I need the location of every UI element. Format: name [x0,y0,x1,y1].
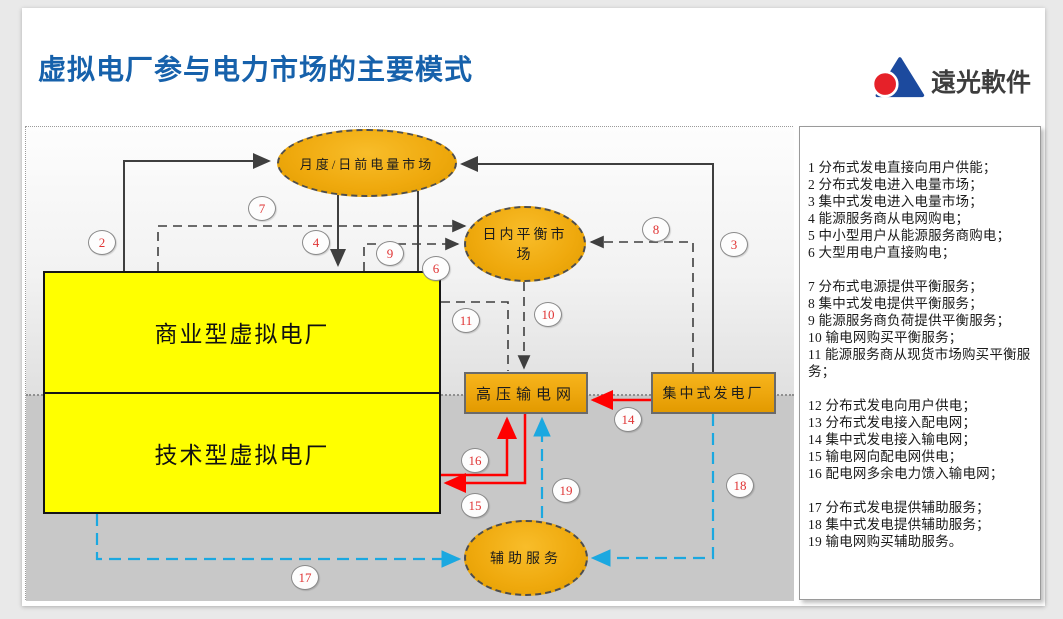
legend-item-10: 10 输电网购买平衡服务； [808,330,963,345]
node-intraday-market: 日内平衡市场 [464,206,586,282]
flow-line-18 [590,414,715,567]
node-ancillary-services: 辅助服务 [464,520,588,596]
flow-badge-14: 14 [614,407,642,432]
flow-badge-7: 7 [248,196,276,221]
flow-badge-15: 15 [461,493,489,518]
legend-item-6: 6 大型用电户直接购电； [808,245,956,260]
flow-badge-19: 19 [552,478,580,503]
node-central-plant-label: 集中式发电厂 [662,387,765,402]
flow-badge-2: 2 [88,230,116,255]
legend-item-2: 2 分布式发电进入电量市场； [808,177,983,192]
flow-badge-8: 8 [642,217,670,242]
company-logo: 遠光軟件 [871,56,1031,105]
node-intraday-market-label: 日内平衡市场 [482,228,568,263]
legend-item-9: 9 能源服务商负荷提供平衡服务； [808,313,1011,328]
flow-badge-18: 18 [726,473,754,498]
legend-item-14: 14 集中式发电接入输电网； [808,432,977,447]
logo-text: 遠光軟件 [930,69,1031,97]
node-virtual-power-plants: 商业型虚拟电厂 技术型虚拟电厂 [43,271,441,514]
legend-item-3: 3 集中式发电进入电量市场； [808,194,983,209]
legend-item-16: 16 配电网多余电力馈入输电网； [808,466,1004,481]
node-monthly-market-label: 月度/日前电量市场 [299,156,435,172]
flow-badge-17: 17 [291,565,319,590]
legend-item-4: 4 能源服务商从电网购电； [808,211,970,226]
legend-item-15: 15 输电网向配电网供电； [808,449,963,464]
node-central-plant: 集中式发电厂 [651,372,776,414]
legend-item-1: 1 分布式发电直接向用户供能； [808,160,997,175]
flow-line-7 [157,219,467,271]
legend-item-8: 8 集中式发电提供平衡服务； [808,296,983,311]
flow-line-8 [589,235,694,372]
node-transmission-grid-label: 高压输电网 [475,386,576,403]
legend-item-17: 17 分布式发电提供辅助服务； [808,500,990,515]
legend-panel: 1 分布式发电直接向用户供能； 2 分布式发电进入电量市场； 3 集中式发电进入… [799,126,1041,600]
legend-item-18: 18 集中式发电提供辅助服务； [808,517,990,532]
legend-item-13: 13 分布式发电接入配电网； [808,415,977,430]
flow-badge-3: 3 [720,232,748,257]
slide: 虚拟电厂参与电力市场的主要模式 遠光軟件 月度/日前电量市场 日内平衡市场 辅助… [22,8,1045,606]
flow-line-11 [441,301,509,371]
node-ancillary-services-label: 辅助服务 [490,552,562,567]
node-monthly-market: 月度/日前电量市场 [277,129,457,197]
flow-line-3 [460,156,714,372]
flow-line-2 [123,153,271,271]
flow-lines [95,153,715,568]
legend-item-19: 19 输电网购买辅助服务。 [808,534,963,549]
flow-badge-11: 11 [452,308,480,333]
logo-mark-icon [871,56,925,105]
flow-badge-16: 16 [461,448,489,473]
flow-badge-4: 4 [302,230,330,255]
legend-item-12: 12 分布式发电向用户供电； [808,398,977,413]
page-title: 虚拟电厂参与电力市场的主要模式 [38,54,474,85]
node-transmission-grid: 高压输电网 [464,372,588,414]
node-technical-vpp: 技术型虚拟电厂 [154,441,330,468]
flow-badge-10: 10 [534,302,562,327]
node-commercial-vpp: 商业型虚拟电厂 [45,273,439,394]
flow-line-15 [443,414,527,493]
flow-badge-9: 9 [376,241,404,266]
flow-line-9 [363,237,460,271]
flow-badge-6: 6 [422,256,450,281]
legend-item-5: 5 中小型用户从能源服务商购电； [808,228,1011,243]
legend-item-7: 7 分布式电源提供平衡服务； [808,279,983,294]
diagram-canvas: 月度/日前电量市场 日内平衡市场 辅助服务 商业型虚拟电厂 技术型虚拟电厂 高压… [25,126,794,601]
legend-item-11: 11 能源服务商从现货市场购买平衡服务； [808,347,1031,379]
flow-line-17 [95,514,462,568]
